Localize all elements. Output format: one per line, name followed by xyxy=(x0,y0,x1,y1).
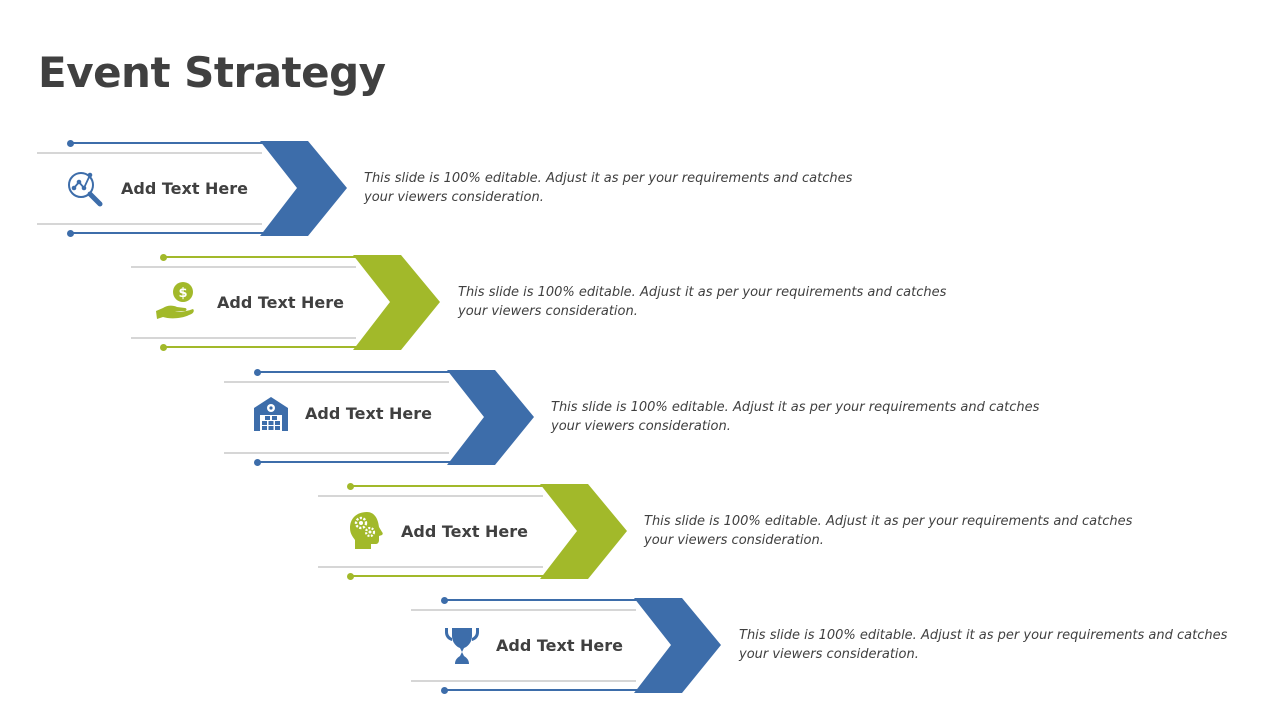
step-description: This slide is 100% editable. Adjust it a… xyxy=(458,285,947,319)
step-4: Add Text Here This slide is 100% editabl… xyxy=(0,483,1280,584)
accent-line xyxy=(444,599,639,601)
line-dot xyxy=(254,369,261,376)
divider-line xyxy=(131,266,356,268)
line-dot xyxy=(254,459,261,466)
step-description: This slide is 100% editable. Adjust it a… xyxy=(364,171,853,205)
step-5: Add Text Here This slide is 100% editabl… xyxy=(0,597,1280,698)
accent-line xyxy=(444,689,639,691)
step-description: This slide is 100% editable. Adjust it a… xyxy=(551,400,1040,434)
accent-line xyxy=(350,575,545,577)
accent-line xyxy=(70,232,265,234)
line-dot xyxy=(441,597,448,604)
step-3: Add Text Here This slide is 100% editabl… xyxy=(0,369,1280,470)
line-dot xyxy=(67,230,74,237)
step-description: This slide is 100% editable. Adjust it a… xyxy=(644,514,1133,548)
step-label: Add Text Here xyxy=(401,522,529,541)
slide-title: Event Strategy xyxy=(38,48,386,97)
line-dot xyxy=(67,140,74,147)
divider-line xyxy=(411,680,636,682)
hand-dollar-icon: $ xyxy=(156,282,194,319)
accent-line xyxy=(257,461,452,463)
chevron-arrow xyxy=(540,484,627,579)
head-gears-icon xyxy=(350,512,383,549)
step-label: Add Text Here xyxy=(496,636,624,655)
divider-line xyxy=(318,566,543,568)
divider-line xyxy=(224,381,449,383)
accent-line xyxy=(350,485,545,487)
step-label: Add Text Here xyxy=(121,179,249,198)
step-description: This slide is 100% editable. Adjust it a… xyxy=(739,628,1228,662)
chevron-arrow xyxy=(447,370,534,465)
line-dot xyxy=(347,573,354,580)
divider-line xyxy=(318,495,543,497)
divider-line xyxy=(37,152,262,154)
svg-text:$: $ xyxy=(178,286,187,301)
trophy-icon xyxy=(445,628,479,664)
line-dot xyxy=(160,344,167,351)
divider-line xyxy=(224,452,449,454)
step-2: $ Add Text Here This slide is 100% edita… xyxy=(0,254,1280,355)
line-dot xyxy=(160,254,167,261)
accent-line xyxy=(257,371,452,373)
step-label: Add Text Here xyxy=(217,293,345,312)
warehouse-gear-icon xyxy=(254,397,288,431)
line-dot xyxy=(347,483,354,490)
chevron-arrow xyxy=(353,255,440,350)
step-1: Add Text Here This slide is 100% editabl… xyxy=(0,140,1280,241)
accent-line xyxy=(163,346,358,348)
divider-line xyxy=(411,609,636,611)
analytics-search-icon xyxy=(68,172,103,207)
line-dot xyxy=(441,687,448,694)
chevron-arrow xyxy=(634,598,721,693)
divider-line xyxy=(37,223,262,225)
chevron-arrow xyxy=(260,141,347,236)
divider-line xyxy=(131,337,356,339)
accent-line xyxy=(70,142,265,144)
accent-line xyxy=(163,256,358,258)
step-label: Add Text Here xyxy=(305,404,433,423)
